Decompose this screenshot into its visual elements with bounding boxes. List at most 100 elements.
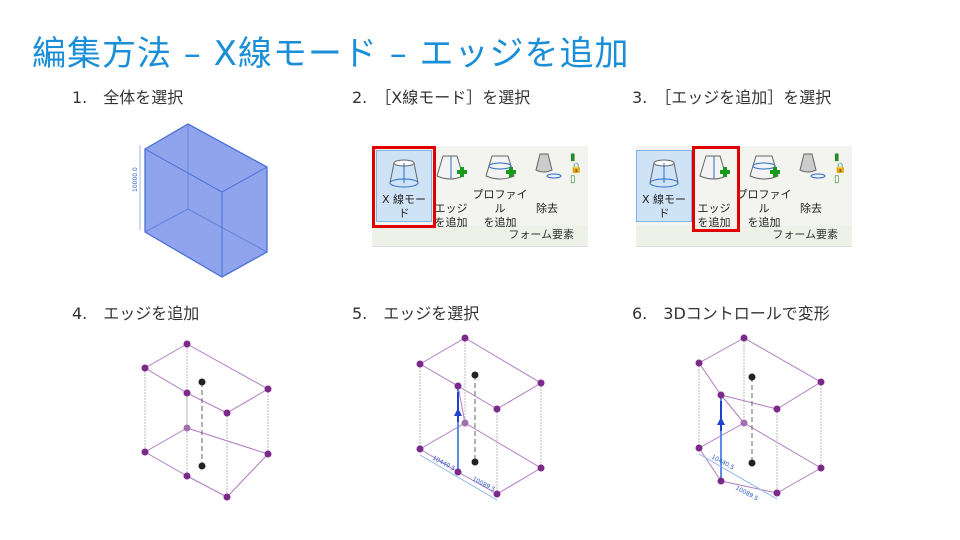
add-edge-icon [699,155,730,180]
edge [496,467,542,495]
edge [144,367,188,394]
z-arrow-head [454,408,462,416]
axis-point [198,378,206,386]
vertex [264,385,272,393]
vertex [223,493,231,501]
edge [186,475,228,498]
vertex [537,464,545,472]
vertex [141,364,149,372]
vertex [264,450,272,458]
vertex [773,405,781,413]
add-edge-icon [436,155,467,180]
edge [743,422,822,469]
vertex [717,477,725,485]
vertex [493,490,501,498]
edge [226,388,269,414]
vertex [461,419,469,427]
axis-point [748,373,756,381]
add-profile-icon [749,155,780,180]
dissolve-button[interactable]: 除去 [530,146,564,216]
edge [698,337,745,364]
edge [144,343,188,369]
edge [776,381,822,410]
edge [464,422,542,469]
dissolve-icon [535,153,562,179]
vertex [695,359,703,367]
edge [698,362,722,396]
xray-icon [649,159,679,188]
add-profile-button[interactable]: プロファイルを追加 [472,146,528,229]
xray-button[interactable]: X 線モード [636,150,692,222]
add-edge-button[interactable]: エッジを追加 [694,146,734,229]
vertex [717,391,725,399]
edge [186,392,228,414]
dimension-2: 10089.5 [471,476,496,494]
step-4-label: 4. エッジを追加 [72,304,200,323]
wireframe-add-edge [141,340,272,501]
vertex [183,340,191,348]
vertex [183,424,191,432]
edge [457,471,498,495]
edge [720,480,778,494]
axis-point [748,459,756,467]
dissolve-icon [799,153,826,179]
axis-point [471,458,479,466]
edge [226,453,269,498]
vertex [183,389,191,397]
small-tool-icons[interactable]: ▮🔒▯ [834,152,847,185]
step-5-label: 5. エッジを選択 [352,304,480,323]
add-profile-icon [485,155,516,180]
height-dimension: 10000.0 [132,167,139,192]
highlight-add-edge [692,146,740,232]
dissolve-button[interactable]: 除去 [794,146,828,216]
vertex [695,444,703,452]
dimension-2: 10089.5 [734,485,759,503]
vertex [740,419,748,427]
edge [144,427,188,453]
xray-button[interactable]: X 線モード [376,150,432,222]
dimension-line [419,454,498,501]
edge [419,337,466,365]
highlight-xray [372,146,436,228]
z-arrow-head [717,417,725,425]
edge [419,363,459,387]
vertex [454,382,462,390]
vertex [223,409,231,417]
vertex [461,334,469,342]
vertex [183,472,191,480]
add-edge-button[interactable]: エッジを追加 [432,146,470,229]
ribbon-panel-form-element-2: X 線モード エッジを追加 プロファイルを追加 除去 ▮🔒▯ フォーム要素 [636,146,852,247]
step-3-label: 3. ［エッジを追加］を選択 [632,88,832,107]
step-1-label: 1. 全体を選択 [72,88,184,107]
vertex [141,448,149,456]
axis-point [198,462,206,470]
edge [720,394,745,424]
dimension-line [698,453,778,500]
edge [496,382,542,410]
vertex [817,378,825,386]
edge [698,447,722,482]
step-6-label: 6. 3Dコントロールで変形 [632,304,830,323]
edge [464,337,542,384]
edge [743,337,822,383]
group-label: フォーム要素 [508,228,574,241]
slide-title: 編集方法 – X線モード – エッジを追加 [32,34,630,74]
step-2-label: 2. ［X線モード］を選択 [352,88,531,107]
vertex [416,445,424,453]
ribbon-panel-form-element: X 線モード エッジを追加 プロファイルを追加 除去 ▮🔒▯ フォーム要素 [372,146,588,247]
edge [720,394,778,410]
edge [457,385,498,410]
group-label: フォーム要素 [772,228,838,241]
edge [776,467,822,494]
small-tool-icons[interactable]: ▮🔒▯ [570,152,583,185]
xray-icon [389,159,419,188]
edge [186,343,269,390]
vertex [740,334,748,342]
vertex [537,379,545,387]
vertex [416,360,424,368]
vertex [817,464,825,472]
edge [144,451,188,477]
add-profile-button[interactable]: プロファイルを追加 [736,146,792,229]
